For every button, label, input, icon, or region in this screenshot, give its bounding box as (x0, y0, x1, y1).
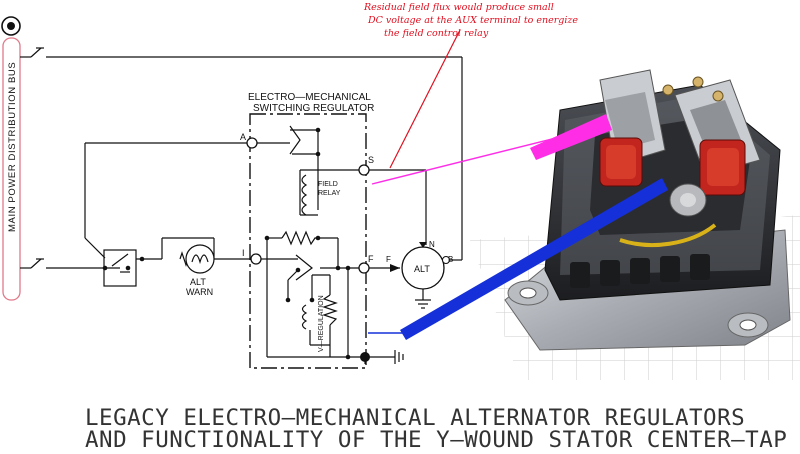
regulator-photo (470, 69, 800, 380)
terminal-s-label: S (368, 155, 374, 165)
pointer-lines (368, 29, 668, 340)
junctions (102, 127, 370, 362)
wiring (20, 47, 463, 364)
v-regulation-label: V—REGULATION (318, 295, 325, 352)
terminal-s (358, 164, 370, 176)
alternator-n-label: N (429, 240, 435, 249)
terminal-f-label: F (368, 254, 374, 264)
alternator-label: ALT (414, 264, 430, 274)
note-line-3: the field control relay (384, 28, 489, 39)
field-relay-label-line1: FIELD (318, 181, 338, 188)
regulator-title-line2: SWITCHING REGULATOR (253, 103, 374, 114)
caption-line-1: LEGACY ELECTRO—MECHANICAL ALTERNATOR REG… (85, 405, 745, 431)
alternator (390, 242, 450, 290)
regulator-terminals (246, 137, 370, 274)
note-line-2: DC voltage at the AUX terminal to energi… (367, 15, 578, 26)
terminal-a-label: A (240, 132, 246, 142)
alt-warn-lamp (185, 244, 215, 274)
regulator-frame (249, 113, 367, 369)
field-relay-label-line2: RELAY (318, 190, 341, 197)
regulator-title-line1: ELECTRO—MECHANICAL (248, 92, 371, 103)
bus-label: MAIN POWER DISTRIBUTION BUS (7, 62, 18, 232)
terminal-f (358, 262, 370, 274)
pointer-magenta-thick (530, 114, 612, 160)
bus-top-terminal (1, 16, 21, 36)
annotation-note: Residual field flux would produce small … (363, 2, 578, 39)
main-power-bus: MAIN POWER DISTRIBUTION BUS (2, 37, 21, 301)
caption-line-2: AND FUNCTIONALITY OF THE Y—WOUND STATOR … (85, 427, 787, 453)
note-pointer (389, 29, 461, 169)
alt-warn-label-line2: WARN (186, 287, 213, 297)
terminal-i (250, 253, 262, 265)
alt-warn-label-line1: ALT (190, 277, 206, 287)
alternator-b-label: B (448, 255, 453, 264)
alternator-f-label: F (386, 255, 391, 264)
terminal-a (246, 137, 258, 149)
terminal-i-label: I (242, 248, 245, 258)
pointer-blue-thick (400, 178, 668, 340)
note-line-1: Residual field flux would produce small (363, 2, 554, 13)
